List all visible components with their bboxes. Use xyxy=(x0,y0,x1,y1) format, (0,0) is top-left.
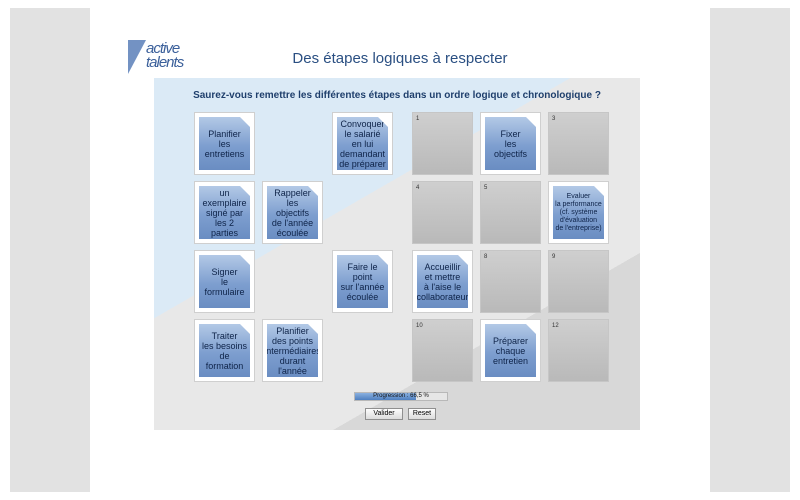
logo-line1: active xyxy=(146,40,180,57)
progress-label: Progression : 66,5 % xyxy=(373,393,429,399)
drop-slot-4[interactable]: 4 xyxy=(412,181,473,244)
card-preparer-entretien[interactable]: Préparer chaque entretien xyxy=(480,319,541,382)
drop-slot-1[interactable]: 1 xyxy=(412,112,473,175)
slot-number: 1 xyxy=(416,116,420,122)
card-label: Planifier les entretiens xyxy=(204,128,245,159)
activity-page: active talents Des étapes logiques à res… xyxy=(92,8,708,492)
left-gutter xyxy=(10,8,90,492)
drop-slot-3[interactable]: 3 xyxy=(548,112,609,175)
card-label: Evaluer la performance (cf. système d'év… xyxy=(555,192,602,232)
card-label: Remettre un exemplaire signé par les 2 p… xyxy=(202,177,247,248)
card-planifier-entretiens[interactable]: Planifier les entretiens xyxy=(194,112,255,175)
drop-slot-5[interactable]: 5 xyxy=(480,181,541,244)
logo-mark xyxy=(128,40,146,74)
slot-number: 10 xyxy=(416,323,423,329)
reset-button[interactable]: Reset xyxy=(408,408,436,420)
card-signer-formulaire[interactable]: Signer le formulaire xyxy=(194,250,255,313)
slot-number: 4 xyxy=(416,185,420,191)
card-convoquer-salarie[interactable]: Convoquer le salarié en lui demandant de… xyxy=(332,112,393,175)
card-label: Fixer les objectifs xyxy=(493,128,528,159)
validate-button[interactable]: Valider xyxy=(365,408,403,420)
slot-number: 9 xyxy=(552,254,556,260)
card-label: Planifier des points intermédiaires dura… xyxy=(264,325,321,376)
slot-number: 5 xyxy=(484,185,488,191)
card-remettre-exemplaire[interactable]: Remettre un exemplaire signé par les 2 p… xyxy=(194,181,255,244)
card-evaluer-performance[interactable]: Evaluer la performance (cf. système d'év… xyxy=(548,181,609,244)
slot-number: 3 xyxy=(552,116,556,122)
right-gutter xyxy=(710,8,790,492)
drop-slot-9[interactable]: 9 xyxy=(548,250,609,313)
question-text: Saurez-vous remettre les différentes éta… xyxy=(193,90,601,101)
slot-number: 8 xyxy=(484,254,488,260)
card-label: Signer le formulaire xyxy=(204,266,245,297)
card-label: Convoquer le salarié en lui demandant de… xyxy=(339,118,386,169)
logo: active talents xyxy=(128,40,198,80)
card-traiter-besoins[interactable]: Traiter les besoins de formation xyxy=(194,319,255,382)
card-label: Rappeler les objectifs de l'année écoulé… xyxy=(271,187,314,238)
card-rappeler-objectifs[interactable]: Rappeler les objectifs de l'année écoulé… xyxy=(262,181,323,244)
slot-number: 12 xyxy=(552,323,559,329)
card-label: Accueillir et mettre à l'aise le collabo… xyxy=(416,261,469,302)
card-fixer-objectifs[interactable]: Fixer les objectifs xyxy=(480,112,541,175)
card-label: Préparer chaque entretien xyxy=(492,335,529,366)
card-accueillir[interactable]: Accueillir et mettre à l'aise le collabo… xyxy=(412,250,473,313)
drop-slot-8[interactable]: 8 xyxy=(480,250,541,313)
card-label: Faire le point sur l'année écoulée xyxy=(340,261,385,302)
progress-fill xyxy=(355,393,417,400)
card-faire-le-point[interactable]: Faire le point sur l'année écoulée xyxy=(332,250,393,313)
progress-bar: Progression : 66,5 % xyxy=(354,392,448,401)
card-label: Traiter les besoins de formation xyxy=(201,330,248,371)
drop-slot-12[interactable]: 12 xyxy=(548,319,609,382)
drop-slot-10[interactable]: 10 xyxy=(412,319,473,382)
logo-line2: talents xyxy=(146,54,184,71)
page-title: Des étapes logiques à respecter xyxy=(292,50,508,67)
card-planifier-points[interactable]: Planifier des points intermédiaires dura… xyxy=(262,319,323,382)
sorting-board: Saurez-vous remettre les différentes éta… xyxy=(154,78,640,430)
